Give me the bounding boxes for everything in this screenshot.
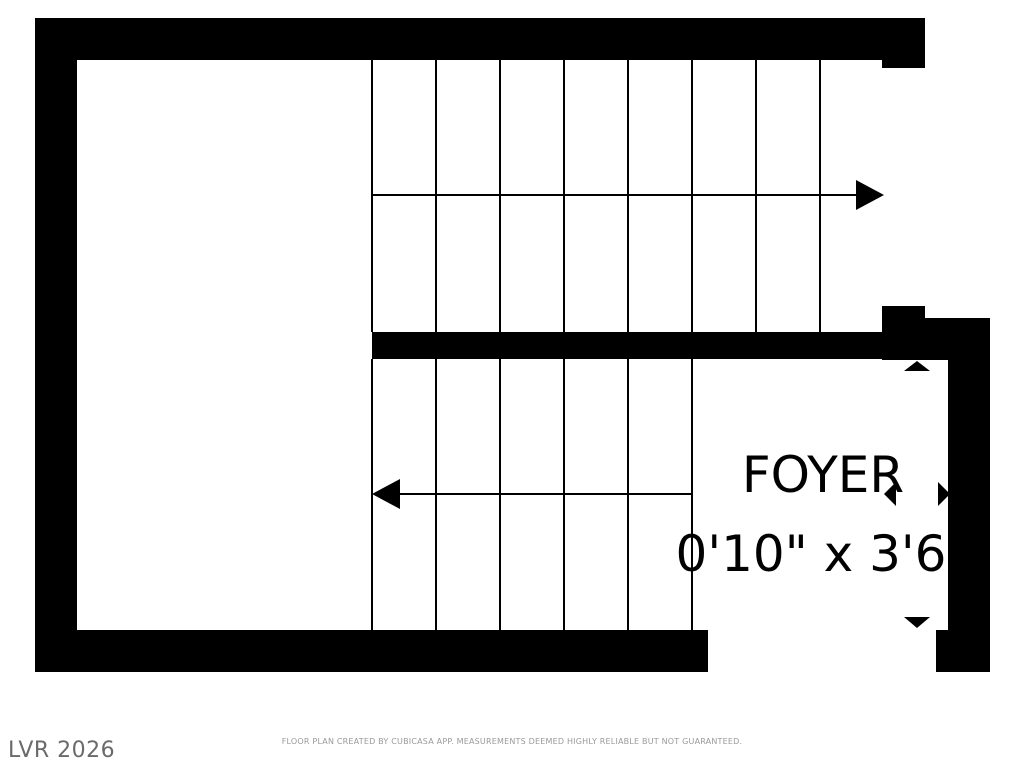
dimension-arrow-left <box>884 482 896 506</box>
disclaimer-text: FLOOR PLAN CREATED BY CUBICASA APP. MEAS… <box>281 737 743 746</box>
room-dimensions: 0'10" x 3'6 <box>676 525 947 583</box>
bottom-wall <box>35 630 708 672</box>
stair-direction-arrow <box>372 479 400 509</box>
stair-direction-arrow <box>856 180 884 210</box>
left-wall <box>35 18 77 672</box>
stair-divider-wall <box>372 332 948 359</box>
right-wall-foyer <box>948 318 990 672</box>
dimension-arrow-right <box>938 482 950 506</box>
foyer-dimension-markers <box>884 361 950 628</box>
walls <box>35 18 990 672</box>
bottom-wall-right-stub <box>936 630 990 672</box>
dimension-arrow-down <box>904 617 930 628</box>
right-wall-upper <box>882 18 925 68</box>
top-wall <box>35 18 925 60</box>
room-name: FOYER <box>742 446 904 504</box>
lower-stair-flight <box>371 359 693 630</box>
watermark-text: LVR 2026 <box>8 738 116 763</box>
upper-stair-flight <box>371 60 884 332</box>
dimension-arrow-up <box>904 361 930 371</box>
